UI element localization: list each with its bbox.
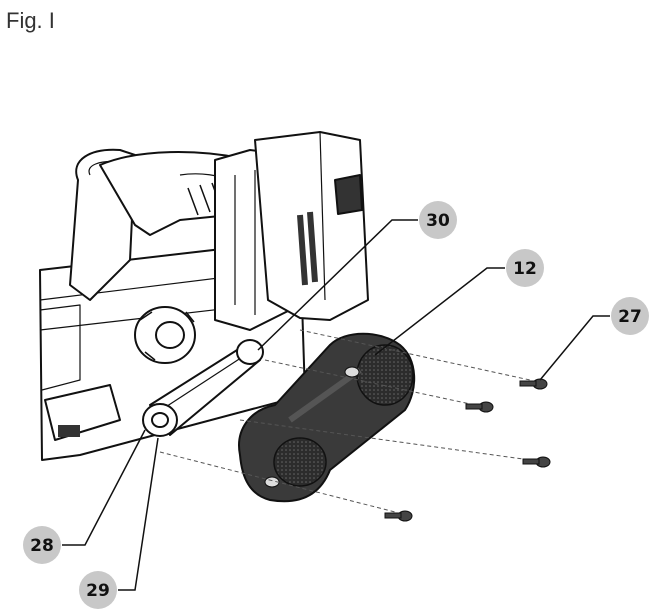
figure-title: Fig. I: [6, 8, 55, 33]
callout-30-label: 30: [426, 211, 450, 231]
saw-body: [39, 131, 369, 461]
screw-2: [465, 401, 494, 413]
belt-cover-part: [238, 332, 416, 503]
callout-12: 12: [506, 249, 544, 287]
callout-30: 30: [419, 201, 457, 239]
screw-3: [522, 456, 551, 468]
callout-28-label: 28: [30, 536, 54, 556]
screw-1: [519, 378, 548, 390]
leader-lines: [62, 219, 610, 591]
screw-4: [384, 510, 413, 522]
callout-27: 27: [611, 297, 649, 335]
assembly-lines: [159, 329, 531, 513]
callout-12-label: 12: [513, 259, 537, 279]
callout-29-label: 29: [86, 581, 110, 601]
screws: [384, 378, 551, 522]
callout-29: 29: [79, 571, 117, 609]
callout-28: 28: [23, 526, 61, 564]
callout-27-label: 27: [618, 307, 642, 327]
